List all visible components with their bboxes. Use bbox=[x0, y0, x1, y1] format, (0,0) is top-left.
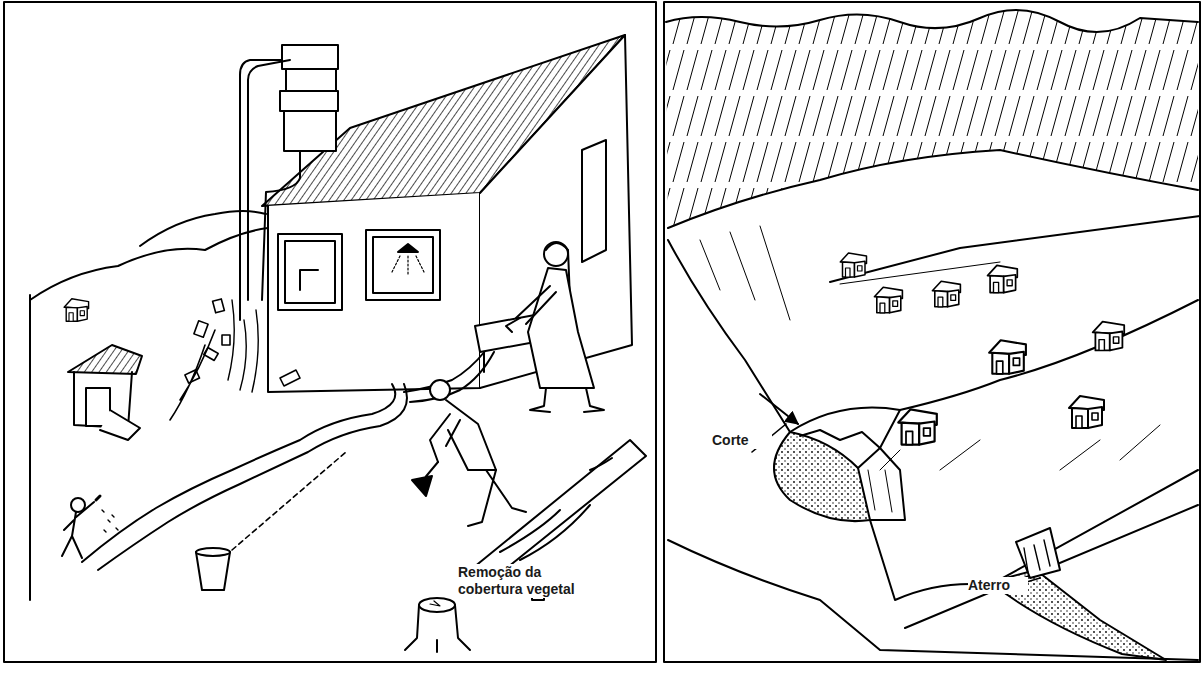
hillside-houses-part bbox=[988, 265, 1018, 292]
tree-stump-part bbox=[419, 598, 455, 612]
garbage-pile-part bbox=[213, 299, 225, 313]
cut-slope-part bbox=[858, 448, 905, 520]
waste-water-stream-part bbox=[410, 352, 494, 402]
garbage-pile bbox=[170, 299, 300, 420]
garbage-pile-part bbox=[228, 300, 258, 392]
water-tank-part bbox=[282, 45, 338, 69]
hillside-houses-part bbox=[840, 253, 866, 277]
outhouse-part bbox=[68, 345, 142, 374]
panel-frame bbox=[664, 2, 1200, 662]
outhouse bbox=[68, 345, 142, 440]
man-chopping-part bbox=[446, 400, 496, 470]
hillside-houses-part bbox=[898, 409, 937, 444]
house-part bbox=[366, 230, 440, 300]
cut-slope-part bbox=[868, 470, 892, 512]
house-part bbox=[268, 193, 480, 392]
water-tank-part bbox=[286, 69, 336, 91]
tree-stump-part bbox=[430, 601, 440, 606]
fill-slope bbox=[990, 528, 1166, 660]
felled-log-part bbox=[500, 458, 612, 560]
right-panel bbox=[664, 2, 1200, 662]
tree-stump-part bbox=[405, 605, 470, 652]
runoff-arrow bbox=[760, 394, 798, 424]
man-chopping-part bbox=[430, 414, 460, 462]
panel-frame bbox=[4, 2, 656, 662]
child-figure-part bbox=[62, 502, 94, 558]
bucket bbox=[196, 452, 346, 590]
ground-edge bbox=[29, 295, 31, 600]
house bbox=[262, 35, 632, 392]
hillside-houses-part bbox=[989, 340, 1026, 374]
hill-ridge bbox=[668, 150, 1198, 228]
waste-water-stream-part bbox=[98, 384, 407, 570]
tree-stump bbox=[405, 598, 470, 652]
house-part bbox=[373, 237, 433, 293]
water-tank-part bbox=[280, 91, 338, 111]
woman-at-sink bbox=[475, 242, 604, 412]
hillside-houses-part bbox=[932, 281, 960, 307]
house-part bbox=[392, 256, 424, 274]
fill-label: Aterro bbox=[968, 577, 1028, 594]
lower-slope bbox=[668, 540, 1198, 660]
house-part bbox=[398, 244, 418, 252]
woman-at-sink-part bbox=[530, 388, 604, 412]
woman-at-sink-part bbox=[528, 268, 594, 388]
man-chopping-part bbox=[412, 462, 438, 496]
water-tank bbox=[240, 45, 338, 320]
distant-house bbox=[64, 299, 89, 321]
bucket-part bbox=[196, 548, 230, 556]
water-tank-part bbox=[262, 152, 300, 300]
outhouse-part bbox=[100, 410, 140, 440]
child-figure-part bbox=[102, 510, 118, 532]
rain-area bbox=[666, 10, 1198, 228]
garbage-pile-part bbox=[194, 321, 208, 338]
man-chopping-part bbox=[430, 380, 450, 400]
hillside-houses-part bbox=[1093, 322, 1125, 351]
cut-slope-part bbox=[774, 432, 870, 521]
waste-water-stream-part bbox=[82, 384, 395, 562]
cloud-edge bbox=[666, 10, 1198, 32]
water-tank-part bbox=[248, 60, 290, 300]
woman-at-sink-part bbox=[506, 318, 520, 332]
child-figure-part bbox=[96, 496, 100, 500]
left-panel bbox=[4, 2, 656, 662]
child-figure-part bbox=[71, 498, 85, 512]
vegetation-removal-label: Remoção da cobertura vegetal bbox=[458, 564, 598, 598]
man-chopping bbox=[412, 380, 526, 526]
house-part bbox=[278, 234, 342, 310]
child-figure bbox=[62, 496, 118, 558]
road-edge bbox=[870, 470, 1198, 600]
cut-slope-part bbox=[800, 410, 900, 448]
fill-slope-part bbox=[1024, 540, 1050, 572]
house-part bbox=[285, 241, 335, 303]
fill-slope-part bbox=[1016, 528, 1060, 578]
bucket-part bbox=[232, 452, 346, 550]
house-part bbox=[582, 140, 606, 262]
house-part bbox=[300, 270, 318, 290]
cut-top-edge bbox=[790, 300, 1198, 432]
garbage-pile-part bbox=[280, 370, 300, 386]
cut-slope bbox=[760, 394, 905, 521]
runoff-streak bbox=[700, 226, 790, 320]
water-tank-part bbox=[284, 111, 336, 151]
garbage-pile-part bbox=[170, 330, 215, 420]
waste-water-stream bbox=[82, 350, 494, 570]
cut-label: Corte bbox=[712, 432, 772, 449]
garbage-pile-part bbox=[222, 335, 230, 345]
bucket-part bbox=[196, 552, 230, 590]
hillside-houses-part bbox=[874, 287, 902, 313]
hillside-houses-part bbox=[1069, 396, 1104, 428]
woman-at-sink-part bbox=[516, 286, 556, 324]
hillside-houses bbox=[840, 253, 1124, 445]
man-chopping-part bbox=[468, 470, 526, 526]
